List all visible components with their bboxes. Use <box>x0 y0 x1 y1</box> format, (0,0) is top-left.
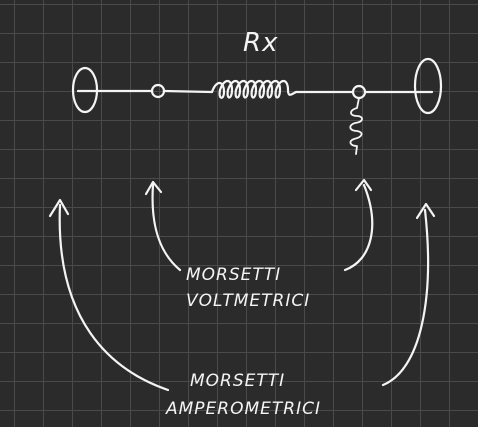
ammeter-arrow-right <box>381 208 430 387</box>
ammeter-arrowhead-left <box>48 198 70 218</box>
contact-resistance-coil <box>349 97 363 155</box>
voltmeter-label-line2: VOLTMETRICI <box>186 291 310 311</box>
ammeter-label-line2: AMPEROMETRICI <box>165 399 321 419</box>
voltmeter-arrow-right <box>343 183 374 272</box>
voltmeter-arrowhead-left <box>144 180 163 196</box>
main-wire-left <box>76 89 214 94</box>
resistor-label: Rx <box>243 28 278 58</box>
voltmeter-arrowhead-right <box>354 178 373 192</box>
voltmeter-arrow-left <box>151 183 182 272</box>
ammeter-arrow-left <box>58 203 170 392</box>
right-voltmeter-terminal <box>351 84 367 100</box>
voltmeter-label-line1: MORSETTI <box>186 265 281 285</box>
resistor-rx-coil <box>210 79 298 99</box>
ammeter-arrowhead-right <box>415 202 436 220</box>
left-ammeter-terminal <box>71 66 99 114</box>
ammeter-label-line1: MORSETTI <box>190 371 285 391</box>
right-ammeter-terminal <box>413 57 443 115</box>
left-voltmeter-terminal <box>150 83 166 99</box>
